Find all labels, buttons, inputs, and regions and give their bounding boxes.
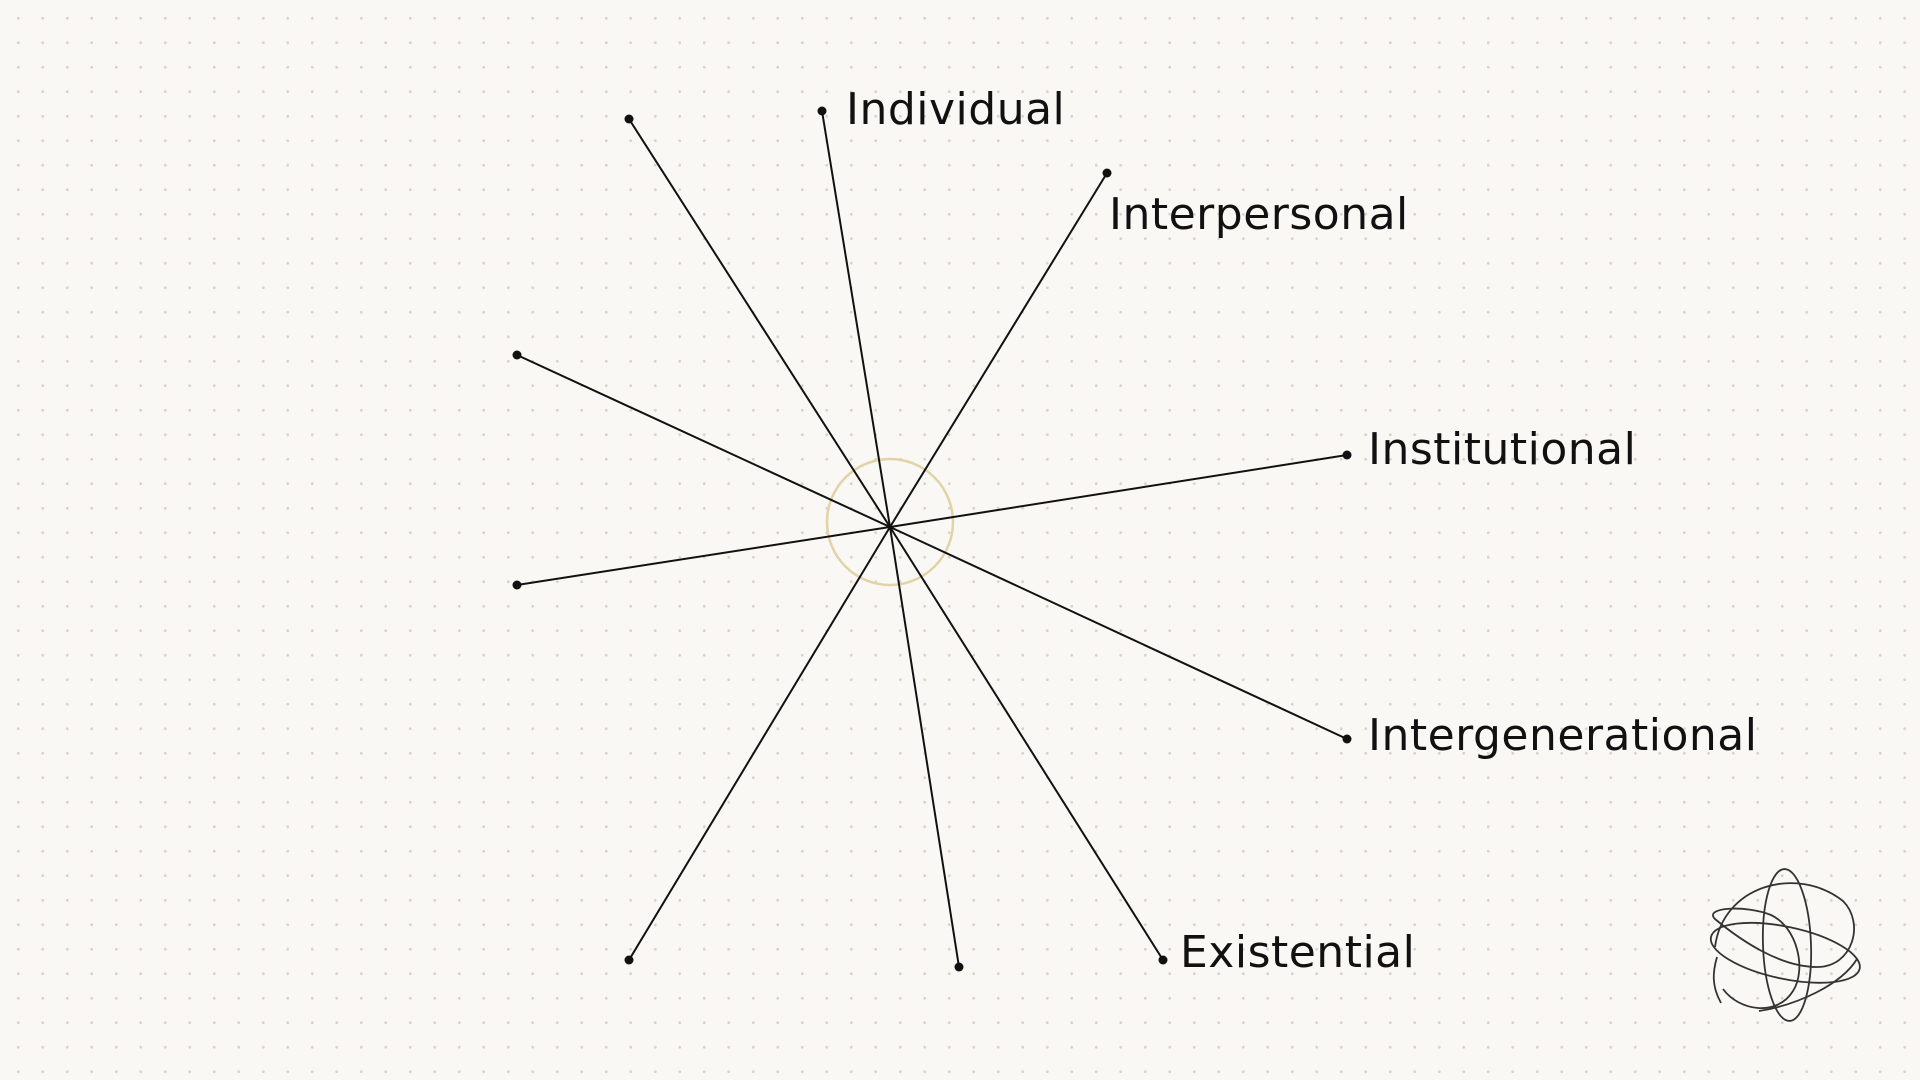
spoke-bottom xyxy=(889,526,960,968)
label-interpersonal: Interpersonal xyxy=(1109,189,1409,240)
spoke-left xyxy=(516,526,891,586)
spoke-individual xyxy=(821,110,891,528)
endpoint-dot xyxy=(624,114,634,124)
endpoint-dot xyxy=(1102,168,1112,178)
endpoint-dot xyxy=(954,962,964,972)
spoke-intergenerational xyxy=(889,526,1348,740)
endpoint-dot xyxy=(1158,955,1168,965)
spoke-existential xyxy=(889,526,1164,961)
spokes xyxy=(516,110,1348,968)
spoke-interpersonal xyxy=(889,172,1108,528)
spoke-lower-left xyxy=(628,526,891,961)
label-existential: Existential xyxy=(1180,927,1416,978)
label-intergenerational: Intergenerational xyxy=(1368,710,1758,761)
spoke-endpoints xyxy=(512,106,1352,972)
endpoint-dot xyxy=(512,580,522,590)
label-institutional: Institutional xyxy=(1368,424,1637,475)
tangled-sphere-logo-icon xyxy=(1709,868,1861,1022)
spoke-upper-left xyxy=(516,354,891,528)
endpoint-dot xyxy=(512,350,522,360)
center-ring xyxy=(825,457,955,587)
endpoint-dot xyxy=(624,955,634,965)
endpoint-dot xyxy=(817,106,827,116)
endpoint-dot xyxy=(1342,450,1352,460)
spoke-top-left xyxy=(628,118,891,528)
spoke-institutional xyxy=(889,454,1348,528)
label-individual: Individual xyxy=(846,84,1066,135)
endpoint-dot xyxy=(1342,734,1352,744)
